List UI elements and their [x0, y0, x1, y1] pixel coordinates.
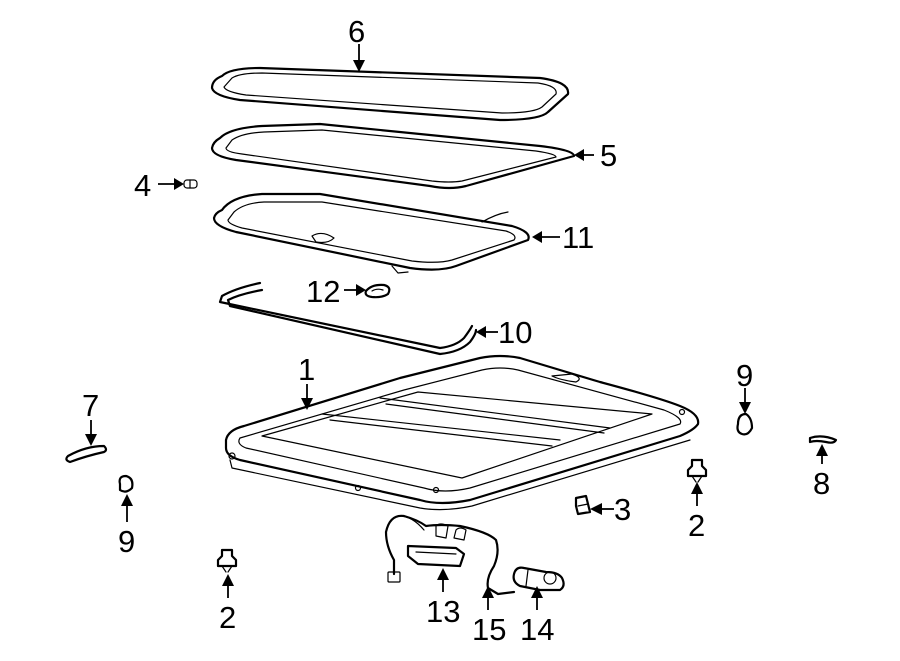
part-10-drain-tube — [218, 281, 478, 356]
callout-9-left: 9 — [118, 524, 135, 559]
part-9-clip-right — [736, 412, 754, 436]
callout-11: 11 — [562, 220, 594, 255]
callout-3: 3 — [614, 492, 631, 527]
part-4-screw — [183, 179, 198, 189]
part-12-clip — [364, 283, 391, 299]
part-3-bolt — [574, 494, 592, 516]
part-11-frame-panel — [212, 192, 530, 274]
part-15-harness — [384, 514, 516, 596]
part-1-housing — [224, 354, 700, 511]
callout-6: 6 — [348, 14, 365, 49]
callout-8: 8 — [813, 466, 830, 501]
callout-1: 1 — [298, 352, 315, 387]
callout-12: 12 — [306, 274, 340, 309]
callout-9-right: 9 — [736, 358, 753, 393]
part-2-fastener-right — [686, 458, 708, 483]
part-14-motor — [512, 566, 565, 592]
part-9-clip-left — [118, 474, 134, 493]
part-13-switch — [406, 544, 466, 568]
callout-7: 7 — [82, 388, 99, 423]
callout-15: 15 — [472, 612, 506, 647]
part-5-seal-frame — [210, 122, 576, 190]
callout-4: 4 — [134, 168, 151, 203]
part-7-trim — [65, 444, 108, 464]
callout-14: 14 — [520, 612, 554, 647]
part-6-glass-panel — [210, 66, 570, 122]
callout-10: 10 — [498, 315, 532, 350]
callout-2-right: 2 — [688, 508, 705, 543]
part-2-fastener-lower — [216, 548, 238, 573]
callout-5: 5 — [600, 138, 617, 173]
part-8-trim — [808, 435, 838, 444]
callout-2-lower: 2 — [219, 600, 236, 635]
callout-13: 13 — [426, 594, 460, 629]
